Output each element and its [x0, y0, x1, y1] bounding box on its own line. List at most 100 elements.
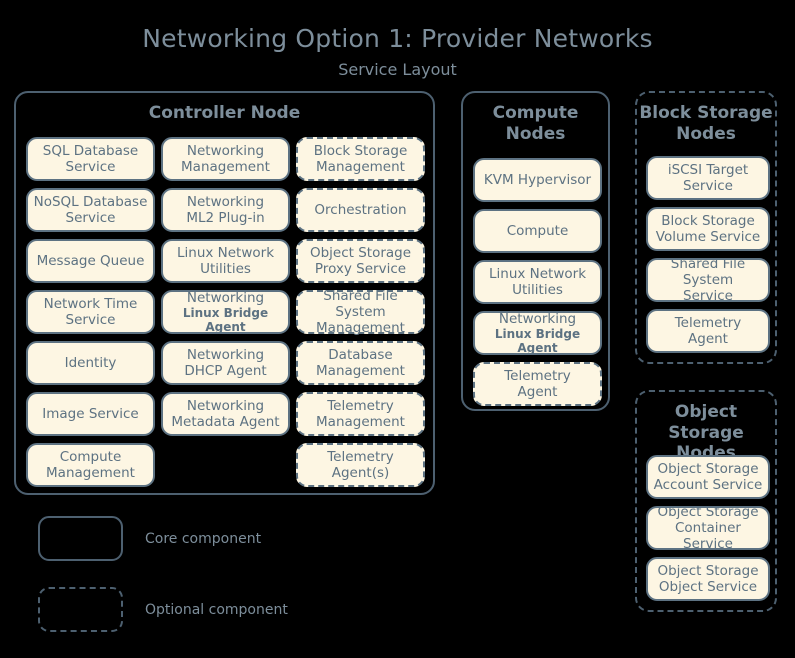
- service-label-line1: Image Service: [42, 405, 139, 422]
- service-label-line2: Proxy Service: [314, 261, 407, 277]
- service-box-image-service[interactable]: Image Service: [26, 392, 155, 436]
- service-label-line1: Shared File System: [323, 287, 398, 320]
- service-label-line1: Shared File System: [670, 255, 746, 288]
- service-label-line1: Compute: [506, 222, 569, 239]
- service-label-line2: Linux Bridge Agent: [494, 326, 581, 356]
- service-label-line1: Network Time: [43, 295, 138, 312]
- service-label-line2: Agent(s): [331, 465, 390, 481]
- service-label-line1: Object Storage: [309, 244, 412, 261]
- service-label-line2: Management: [181, 159, 270, 175]
- service-label-line2: Object Service: [658, 579, 758, 595]
- service-label-line1: KVM Hypervisor: [483, 171, 592, 188]
- legend: Core component Optional component: [38, 516, 368, 658]
- block-storage-nodes-title: Block Storage Nodes: [637, 93, 775, 150]
- service-label-line1: SQL Database: [42, 142, 139, 159]
- service-label-line1: Linux Network: [488, 265, 587, 282]
- service-label-line1: Networking: [186, 193, 265, 210]
- service-label-line2: Service: [683, 288, 733, 305]
- service-label-line1: Database: [328, 346, 393, 363]
- service-label-line2: Container Service: [675, 519, 741, 553]
- service-label-line1: Object Storage: [657, 460, 759, 477]
- service-label-line2: DHCP Agent: [184, 363, 267, 379]
- service-label-line2: Management: [316, 363, 405, 379]
- service-label-line1: Networking: [186, 289, 265, 306]
- service-label-line2: Service: [683, 178, 733, 194]
- block-storage-nodes-title-line2: Nodes: [676, 123, 736, 144]
- service-label-line1: Networking: [186, 346, 265, 363]
- service-label-line2: Management: [316, 320, 405, 337]
- service-label-line1: Orchestration: [314, 201, 407, 218]
- compute-nodes-title-line1: Compute: [492, 103, 579, 123]
- service-label-line1: Networking: [186, 397, 265, 414]
- service-label-line1: Telemetry: [504, 367, 571, 384]
- legend-swatch-core: [38, 516, 123, 561]
- service-label-line2: Agent: [688, 331, 728, 347]
- legend-label-core: Core component: [145, 530, 262, 547]
- service-box-kvm-hypervisor[interactable]: KVM Hypervisor: [473, 158, 602, 202]
- service-label-line2: Linux Bridge Agent: [182, 305, 269, 335]
- service-box-orchestration[interactable]: Orchestration: [296, 188, 425, 232]
- service-label-line1: Message Queue: [36, 252, 145, 269]
- service-label-line1: Networking: [186, 142, 265, 159]
- page-subtitle: Service Layout: [338, 60, 457, 79]
- service-label-line1: Block Storage: [661, 212, 755, 229]
- compute-nodes-title: Compute Nodes: [463, 93, 608, 150]
- service-label-line1: Compute: [59, 448, 122, 465]
- service-label-line1: Block Storage: [313, 142, 408, 159]
- service-label-line2: Volume Service: [655, 229, 761, 245]
- service-label-line2: Service: [65, 210, 116, 226]
- service-label-line2: Agent: [517, 384, 558, 400]
- object-storage-nodes-title-line1: Object: [674, 402, 738, 422]
- legend-row-optional: Optional component: [38, 587, 368, 632]
- service-label-line1: Networking: [498, 310, 577, 327]
- service-label-line1: Telemetry: [674, 314, 742, 331]
- service-box-message-queue[interactable]: Message Queue: [26, 239, 155, 283]
- legend-swatch-optional: [38, 587, 123, 632]
- service-label-line2: Management: [316, 159, 405, 175]
- page-title: Networking Option 1: Provider Networks: [142, 24, 653, 53]
- service-label-line2: Service: [65, 159, 116, 175]
- legend-label-optional: Optional component: [145, 601, 288, 618]
- service-label-line2: Account Service: [653, 477, 763, 493]
- service-label-line2: Metadata Agent: [171, 414, 280, 430]
- service-box-compute[interactable]: Compute: [473, 209, 602, 253]
- service-label-line1: Telemetry: [327, 397, 394, 414]
- service-box-identity[interactable]: Identity: [26, 341, 155, 385]
- service-label-line1: Telemetry: [327, 448, 394, 465]
- service-label-line1: Identity: [64, 354, 117, 371]
- service-label-line1: Object Storage: [657, 562, 759, 579]
